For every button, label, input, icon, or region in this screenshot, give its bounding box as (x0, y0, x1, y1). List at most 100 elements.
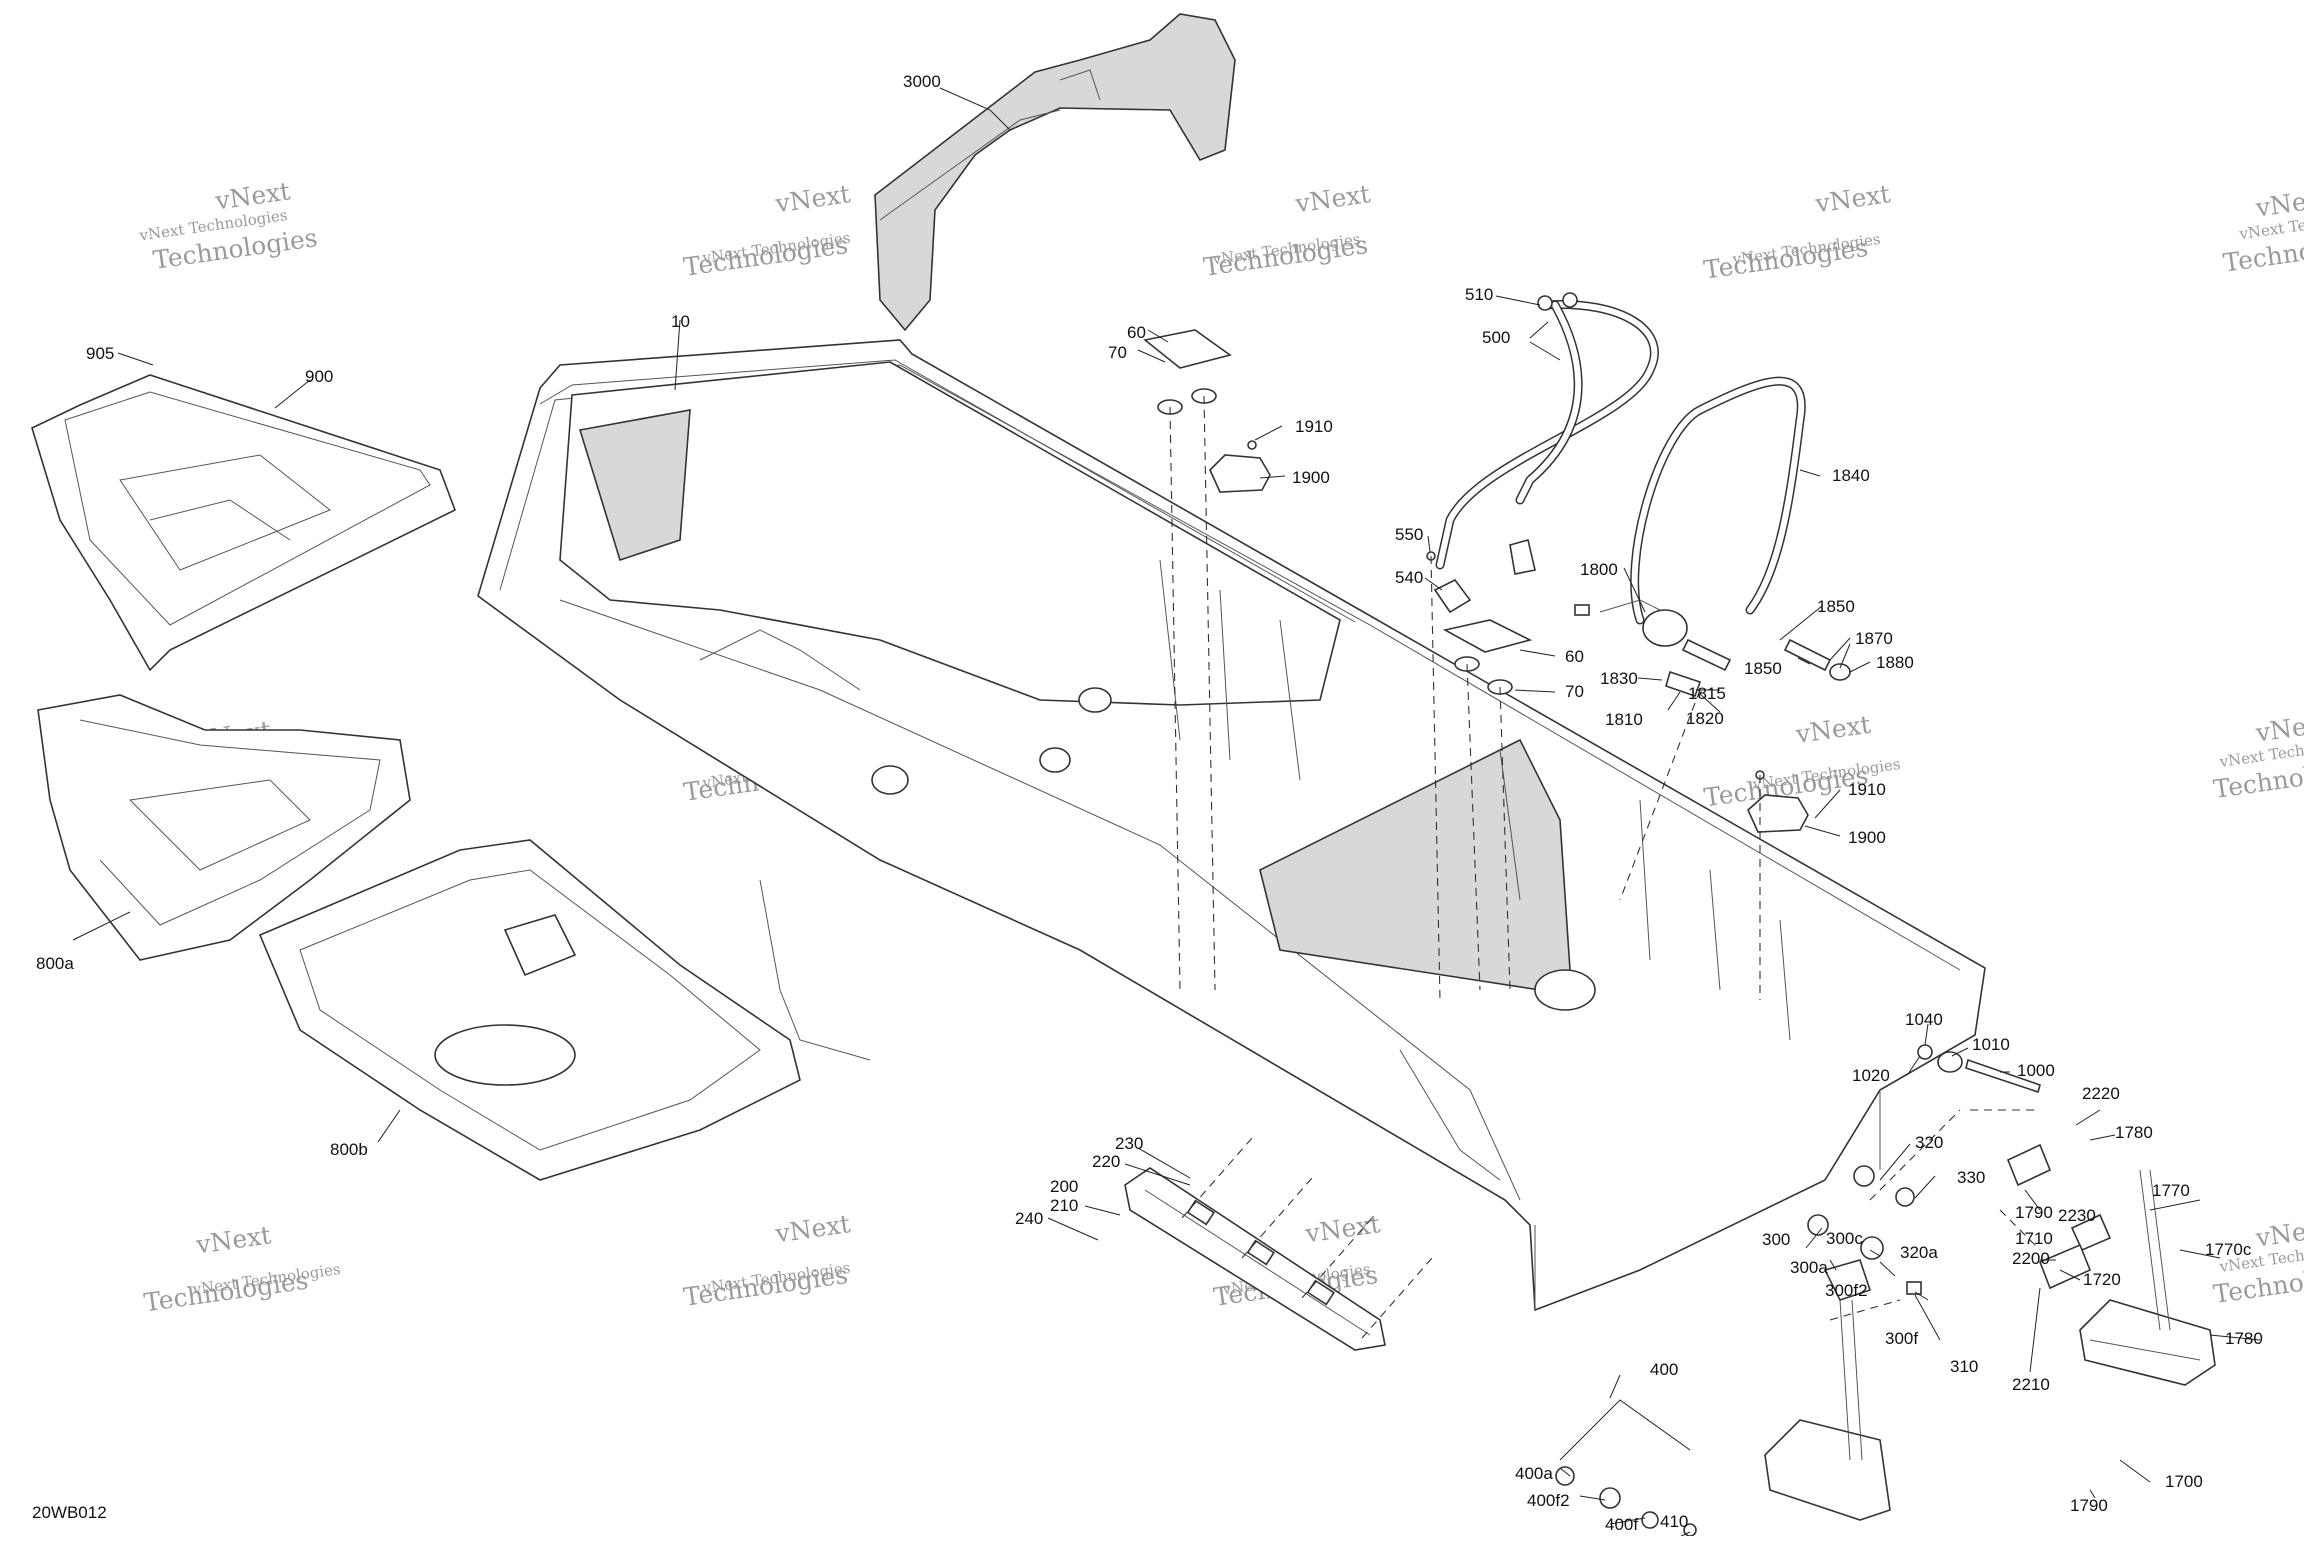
callout-label: 1880 (1876, 653, 1914, 672)
callout-label: 310 (1950, 1357, 1978, 1376)
callout-label: 1720 (2083, 1270, 2121, 1289)
svg-text:vNext: vNext (773, 1209, 852, 1248)
callout-label: 300 (1762, 1230, 1790, 1249)
callout-label: 60 (1127, 323, 1146, 342)
svg-text:vNext: vNext (2253, 183, 2304, 222)
svg-text:vNext: vNext (2253, 1213, 2304, 1252)
callout-label: 1830 (1600, 669, 1638, 688)
callout-label: 410 (1660, 1512, 1688, 1531)
callout-label: 400f2 (1527, 1491, 1570, 1510)
svg-text:Technologies: Technologies (1202, 230, 1370, 282)
callout-label: 1810 (1605, 710, 1643, 729)
callout-label: 550 (1395, 525, 1423, 544)
watermark: vNext Technologies vNext Technologies (682, 1209, 852, 1312)
svg-text:vNext: vNext (1293, 179, 1372, 218)
callout-label: 320 (1915, 1133, 1943, 1152)
callout-label: 2220 (2082, 1084, 2120, 1103)
callout-label: 1900 (1848, 828, 1886, 847)
part-60-bracket-upper (1143, 329, 1232, 415)
callout-label: 300f (1885, 1329, 1918, 1348)
callout-label: 1790 (2015, 1203, 2053, 1222)
callout-label: 2200 (2012, 1249, 2050, 1268)
callout-label: 300f2 (1825, 1281, 1868, 1300)
svg-text:vNext: vNext (194, 1220, 273, 1259)
svg-text:Technologies: Technologies (1702, 233, 1870, 285)
callout-label: 400 (1650, 1360, 1678, 1379)
callout-label: 70 (1565, 682, 1584, 701)
part-1000-drain (1917, 1044, 2041, 1094)
callout-label: 200 (1050, 1177, 1078, 1196)
callout-label: 1790 (2070, 1496, 2108, 1515)
part-1900-vent-upper (1209, 440, 1271, 493)
callout-label: 1700 (2165, 1472, 2203, 1491)
callout-label: 220 (1092, 1152, 1120, 1171)
callout-label: 2230 (2058, 1206, 2096, 1225)
callout-label: 540 (1395, 568, 1423, 587)
callout-label: 60 (1565, 647, 1584, 666)
callout-label: 1900 (1292, 468, 1330, 487)
callout-label: 1800 (1580, 560, 1618, 579)
callout-label: 400f (1605, 1515, 1638, 1534)
callout-label: 1850 (1817, 597, 1855, 616)
watermark: vNext Technologies vNext Technologies (137, 176, 319, 274)
diagram-code: 20WB012 (32, 1503, 107, 1522)
part-400-fitting (1555, 1466, 1697, 1537)
part-800a-panel (37, 694, 411, 961)
callout-label: 1770 (2152, 1181, 2190, 1200)
callout-label: 1815 (1688, 684, 1726, 703)
callout-label: 3000 (903, 72, 941, 91)
callout-label: 10 (671, 312, 690, 331)
callout-label: 1780 (2115, 1123, 2153, 1142)
callout-label: 210 (1050, 1196, 1078, 1215)
callout-label: 300c (1826, 1229, 1863, 1248)
callout-label: 1840 (1832, 466, 1870, 485)
part-3000-panel (874, 13, 1236, 332)
watermark: vNext Technologies vNext Technologies (142, 1220, 341, 1318)
watermark: vNext Technologies vNext Technologies (2212, 708, 2304, 804)
callout-label: 240 (1015, 1209, 1043, 1228)
part-1800-pump (1574, 599, 1851, 698)
callout-label: 1850 (1744, 659, 1782, 678)
watermark: vNext Technologies vNext Technologies (1702, 179, 1892, 285)
part-1840-hose (1630, 376, 1806, 625)
callout-label: 2210 (2012, 1375, 2050, 1394)
callout-labels: 3000 10 905 900 60 70 1910 1900 510 500 … (36, 72, 2263, 1534)
part-800b-tray (258, 839, 801, 1181)
svg-text:vNext: vNext (1813, 179, 1892, 218)
callout-label: 1780 (2225, 1329, 2263, 1348)
callout-label: 800a (36, 954, 74, 973)
watermark: vNext Technologies vNext Technologies (2221, 183, 2304, 277)
callout-label: 230 (1115, 1134, 1143, 1153)
callout-label: 320a (1900, 1243, 1938, 1262)
svg-text:vNext: vNext (1793, 710, 1872, 749)
part-500-hoses (1435, 292, 1659, 570)
svg-text:Technologies: Technologies (142, 1266, 310, 1318)
part-300-fitting (1807, 1165, 1922, 1295)
part-540-fitting (1426, 539, 1536, 614)
callout-label: 400a (1515, 1464, 1553, 1483)
part-10-hull (477, 339, 1986, 1312)
svg-text:vNext: vNext (773, 179, 852, 218)
callout-label: 1820 (1686, 709, 1724, 728)
svg-text:vNext: vNext (1303, 1209, 1382, 1248)
callout-label: 1910 (1295, 417, 1333, 436)
callout-label: 510 (1465, 285, 1493, 304)
guide-lines (1169, 395, 2041, 1339)
callout-label: 330 (1957, 1168, 1985, 1187)
callout-label: 1910 (1848, 780, 1886, 799)
watermark: vNext Technologies vNext Technologies (682, 179, 852, 282)
callout-label: 1040 (1905, 1010, 1943, 1029)
callout-label: 500 (1482, 328, 1510, 347)
part-1700-step (2006, 1143, 2216, 1386)
part-2200-step (1764, 1259, 1891, 1521)
leader-lines (72, 87, 2261, 1541)
callout-label: 1870 (1855, 629, 1893, 648)
callout-label: 300a (1790, 1258, 1828, 1277)
callout-label: 70 (1108, 343, 1127, 362)
callout-label: 1010 (1972, 1035, 2010, 1054)
callout-label: 1020 (1852, 1066, 1890, 1085)
callout-label: 905 (86, 344, 114, 363)
part-900-tray (31, 374, 457, 672)
callout-label: 800b (330, 1140, 368, 1159)
